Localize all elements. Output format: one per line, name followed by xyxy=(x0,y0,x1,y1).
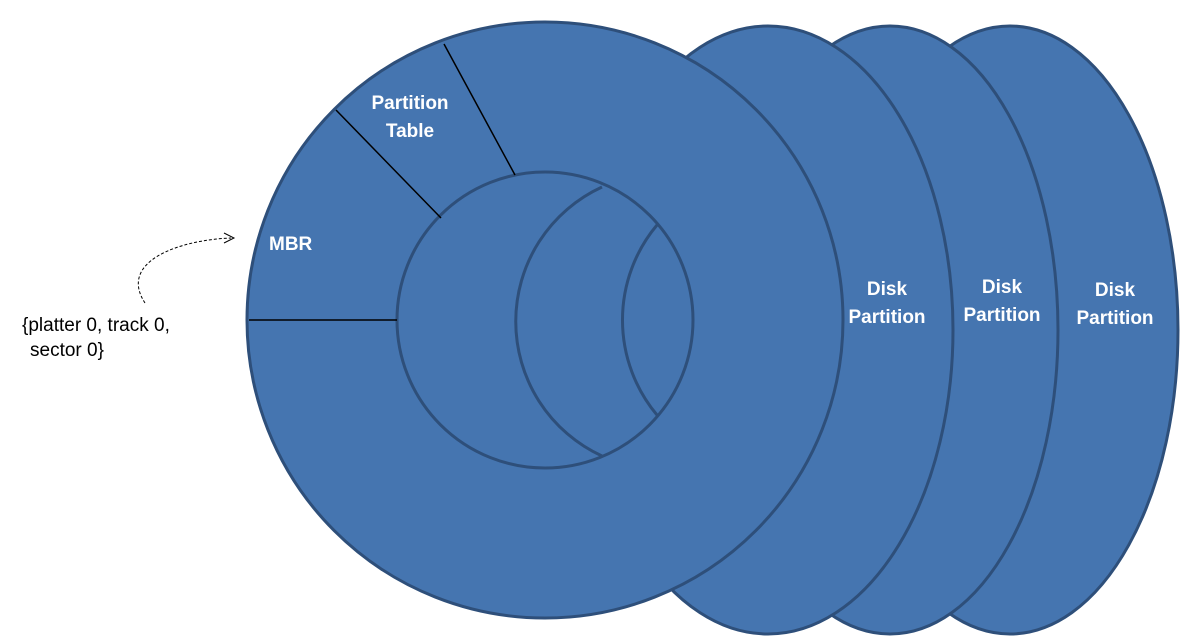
label-disk-partition-1-line1: Disk xyxy=(867,279,908,300)
divider-line-top xyxy=(443,43,516,176)
inner-arc-1 xyxy=(514,185,603,458)
label-disk-partition-3-line1: Disk xyxy=(1095,280,1136,301)
label-mbr: MBR xyxy=(269,234,313,255)
divider-line-middle xyxy=(335,109,442,219)
label-disk-partition-2-line2: Partition xyxy=(963,305,1040,326)
label-disk-partition-3-line2: Partition xyxy=(1076,308,1153,329)
label-partition-table-line1: Partition xyxy=(371,93,448,114)
inner-arc-2 xyxy=(621,224,659,416)
annotation-sector-0-line1: {platter 0, track 0, xyxy=(22,315,170,336)
disk-inner-hub xyxy=(395,170,695,470)
label-disk-partition-2-line1: Disk xyxy=(982,277,1023,298)
label-disk-partition-1-line2: Partition xyxy=(848,307,925,328)
label-partition-table-line2: Table xyxy=(386,121,434,142)
annotation-arrow-head-icon xyxy=(223,232,236,244)
annotation-sector-0-line2: sector 0} xyxy=(30,340,104,361)
annotation-arrow-curve xyxy=(137,237,232,304)
